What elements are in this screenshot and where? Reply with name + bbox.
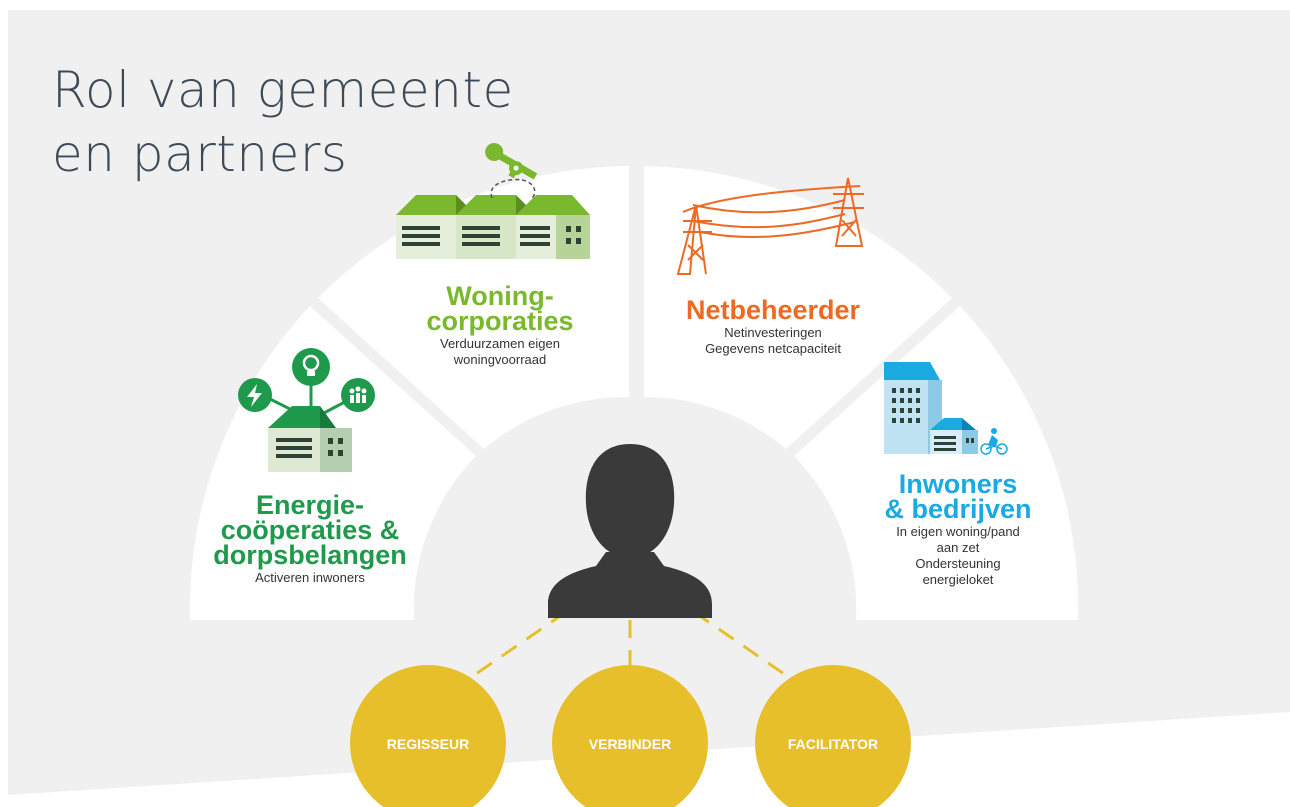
woning-heading-line: Woning- (446, 281, 554, 311)
netbeheerder-subtitle: Netinvesteringen Gegevens netcapaciteit (668, 325, 878, 357)
title-line-1: Rol van gemeente (52, 61, 514, 119)
energie-heading-line: dorpsbelangen (213, 540, 407, 570)
segment-inwoners (794, 306, 1079, 620)
regisseur-circle (350, 665, 506, 807)
inwoners-subtitle-line: aan zet (936, 540, 980, 555)
netbeheerder-heading-line: Netbeheerder (685, 295, 861, 325)
facilitator-label: FACILITATOR (788, 736, 878, 752)
inwoners-heading: Inwoners & bedrijven (858, 469, 1058, 524)
energie-heading-line: Energie- (255, 490, 365, 520)
title-line-2: en partners (52, 125, 348, 183)
woning-subtitle-line: woningvoorraad (453, 352, 547, 367)
cyclist-icon (980, 428, 1008, 455)
house-with-energy-icons (238, 348, 375, 472)
inwoners-heading-line: Inwoners (898, 469, 1018, 499)
energie-label: Energie- coöperaties & dorpsbelangen Act… (195, 490, 425, 586)
energie-subtitle: Activeren inwoners (255, 570, 365, 585)
power-lines-icon (676, 177, 864, 275)
key-icon (485, 143, 538, 180)
verbinder-circle (552, 665, 708, 807)
netbeheerder-subtitle-line: Netinvesteringen (724, 325, 822, 340)
facilitator-circle (755, 665, 911, 807)
woning-subtitle: Verduurzamen eigen woningvoorraad (400, 336, 600, 368)
inwoners-label: Inwoners & bedrijven In eigen woning/pan… (858, 469, 1058, 588)
netbeheerder-subtitle-line: Gegevens netcapaciteit (705, 341, 841, 356)
energie-heading: Energie- coöperaties & dorpsbelangen (195, 490, 425, 570)
woning-label: Woning- corporaties Verduurzamen eigen w… (400, 281, 600, 368)
netbeheerder-label: Netbeheerder Netinvesteringen Gegevens n… (668, 295, 878, 357)
energie-heading-line: coöperaties & (220, 515, 400, 545)
inwoners-subtitle-line: Ondersteuning (915, 556, 1001, 571)
verbinder-label: VERBINDER (589, 736, 671, 752)
page-title: Rol van gemeente en partners (52, 58, 514, 186)
netbeheerder-heading: Netbeheerder (668, 295, 878, 325)
role-circles: REGISSEUR VERBINDER FACILITATOR (350, 665, 911, 807)
woning-subtitle-line: Verduurzamen eigen (440, 336, 560, 351)
regisseur-label: REGISSEUR (387, 736, 469, 752)
segment-netbeheerder (644, 166, 952, 449)
row-houses-with-key-icon (396, 143, 590, 259)
woning-heading: Woning- corporaties (400, 281, 600, 336)
lightbulb-icon (292, 348, 330, 386)
buildings-cyclist-icon (884, 362, 1008, 455)
inwoners-subtitle: In eigen woning/pand aan zet Ondersteuni… (858, 524, 1058, 588)
woning-heading-line: corporaties (426, 306, 574, 336)
inwoners-subtitle-line: In eigen woning/pand (896, 524, 1020, 539)
inwoners-heading-line: & bedrijven (884, 494, 1032, 524)
inwoners-subtitle-line: energieloket (922, 572, 994, 587)
person-icon (548, 444, 712, 618)
